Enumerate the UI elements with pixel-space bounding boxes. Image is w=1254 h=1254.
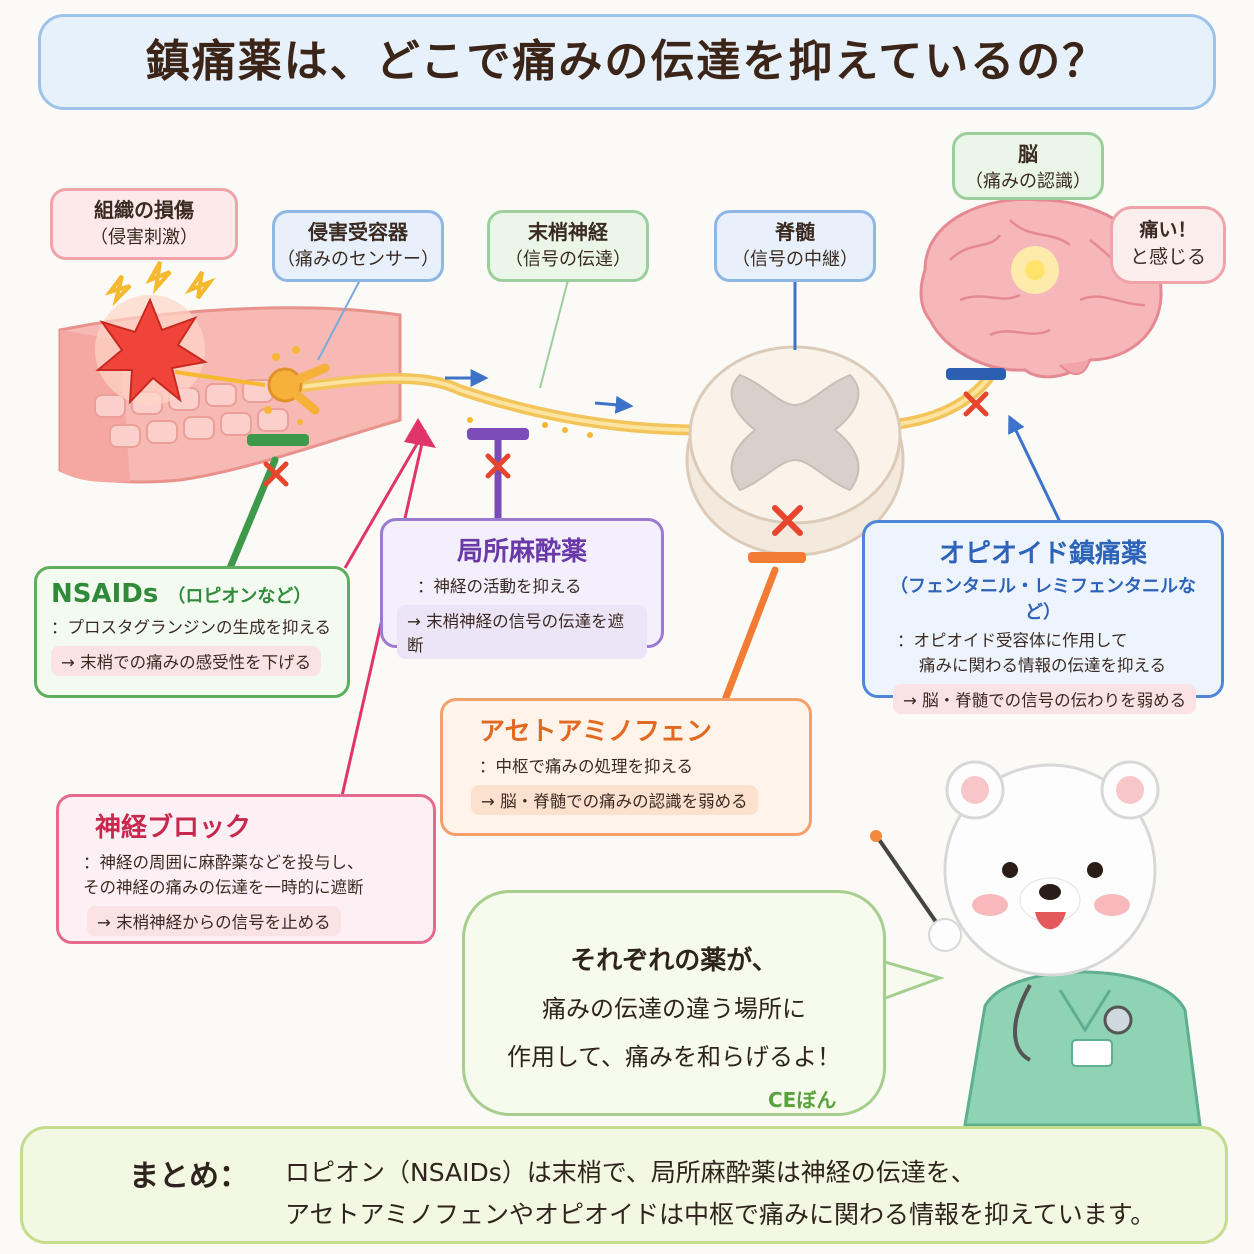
drug-nsaids-sub: （ロピオンなど） (167, 586, 312, 607)
summary-box: まとめ： ロピオン（NSAIDs）は末梢で、局所麻酔薬は神経の伝達を、 アセトア… (20, 1126, 1228, 1244)
drug-local-desc: ：神経の活動を抑える (417, 577, 582, 596)
leader-receptor (317, 279, 361, 361)
speech-line-1: それぞれの薬が、 (570, 946, 778, 976)
drug-nsaids-desc: ：プロスタグランジンの生成を抑える (51, 618, 332, 637)
drug-nsaids: NSAIDs （ロピオンなど） ：プロスタグランジンの生成を抑える → 末梢での… (34, 566, 350, 698)
leader-nerve (539, 279, 569, 389)
leader-block-arrowhead (404, 418, 436, 448)
label-tissue-sub: （侵害刺激） (90, 227, 198, 248)
label-nerve: 末梢神経 （信号の伝達） (487, 210, 649, 282)
bear-mascot (870, 760, 1202, 1127)
author-credit: CEぼん (768, 1088, 837, 1112)
label-brain-sub: （痛みの認識） (965, 171, 1091, 192)
label-spinal: 脊髄 （信号の中継） (714, 210, 876, 282)
drug-block-desc2: その神経の痛みの伝達を一時的に遮断 (83, 878, 364, 897)
spinal-cord-illustration (685, 345, 905, 557)
label-receptor-sub: （痛みのセンサー） (277, 249, 439, 270)
speech-line-2: 痛みの伝達の違う場所に (542, 995, 806, 1023)
drug-nsaids-name: NSAIDs (51, 579, 159, 609)
label-spinal-title: 脊髄 (775, 220, 815, 244)
drug-local-effect: → 末梢神経の信号の伝達を遮断 (397, 605, 647, 659)
drug-block-desc1: ：神経の周囲に麻酔薬などを投与し、 (83, 853, 364, 872)
drug-aceta-name: アセトアミノフェン (479, 717, 712, 747)
block-marks (247, 368, 1006, 563)
label-spinal-sub: （信号の中継） (732, 249, 858, 270)
speech-tail (877, 958, 945, 1002)
label-ouch-title: 痛い！ (1139, 219, 1197, 241)
speech-bubble: それぞれの薬が、 痛みの伝達の違う場所に 作用して、痛みを和らげるよ！ (462, 890, 886, 1116)
drug-local-anesthetic: 局所麻酔薬 ：神経の活動を抑える → 末梢神経の信号の伝達を遮断 (380, 518, 664, 659)
summary-line-1: ロピオン（NSAIDs）は末梢で、局所麻酔薬は神経の伝達を、 (285, 1158, 976, 1187)
summary-heading: まとめ： (129, 1159, 249, 1194)
brain-illustration (919, 197, 1163, 379)
drug-block-name: 神経ブロック (95, 813, 252, 843)
injury-burst-icon (95, 261, 216, 405)
label-tissue-title: 組織の損傷 (94, 198, 194, 222)
label-brain: 脳 （痛みの認識） (952, 132, 1104, 200)
label-receptor-title: 侵害受容器 (308, 220, 408, 244)
label-ouch-sub: と感じる (1129, 246, 1206, 268)
drug-block-effect: → 末梢神経からの信号を止める (87, 906, 341, 936)
label-brain-title: 脳 (1018, 142, 1038, 166)
drug-aceta-effect: → 脳・脊髄での痛みの認識を弱める (471, 785, 758, 815)
drug-opioid-name: オピオイド鎮痛薬 (938, 539, 1147, 569)
speech-line-3: 作用して、痛みを和らげるよ！ (506, 1043, 842, 1071)
page-title: 鎮痛薬は、どこで痛みの伝達を抑えているの？ (145, 36, 1109, 87)
label-receptor: 侵害受容器 （痛みのセンサー） (272, 210, 444, 282)
drug-nerve-block: 神経ブロック ：神経の周囲に麻酔薬などを投与し、 その神経の痛みの伝達を一時的に… (56, 794, 436, 944)
summary-line-2: アセトアミノフェンやオピオイドは中枢で痛みに関わる情報を抑えています。 (285, 1200, 1156, 1229)
drug-opioid-effect: → 脳・脊髄での信号の伝わりを弱める (893, 684, 1197, 714)
leader-nsaids (226, 456, 279, 572)
label-ouch: 痛い！ と感じる (1110, 206, 1226, 284)
label-nerve-title: 末梢神経 (528, 220, 608, 244)
label-nerve-sub: （信号の伝達） (505, 249, 631, 270)
drug-opioid-desc1: ：オピオイド受容体に作用して (897, 631, 1128, 650)
drug-acetaminophen: アセトアミノフェン ：中枢で痛みの処理を抑える → 脳・脊髄での痛みの認識を弱め… (440, 698, 812, 836)
drug-aceta-desc: ：中枢で痛みの処理を抑える (479, 757, 694, 776)
leader-opioid (1008, 414, 1062, 523)
leader-local-arc (343, 429, 427, 569)
label-tissue: 組織の損傷 （侵害刺激） (50, 188, 238, 260)
title-banner: 鎮痛薬は、どこで痛みの伝達を抑えているの？ (38, 14, 1216, 110)
drug-local-name: 局所麻酔薬 (456, 537, 587, 567)
leader-aceta (721, 566, 779, 704)
drug-nsaids-effect: → 末梢での痛みの感受性を下げる (51, 646, 322, 676)
drug-opioid-desc2: 痛みに関わる情報の伝達を抑える (919, 656, 1167, 675)
drug-opioid: オピオイド鎮痛薬 （フェンタニル・レミフェンタニルなど） ：オピオイド受容体に作… (862, 520, 1224, 714)
drug-opioid-sub: （フェンタニル・レミフェンタニルなど） (890, 576, 1196, 623)
